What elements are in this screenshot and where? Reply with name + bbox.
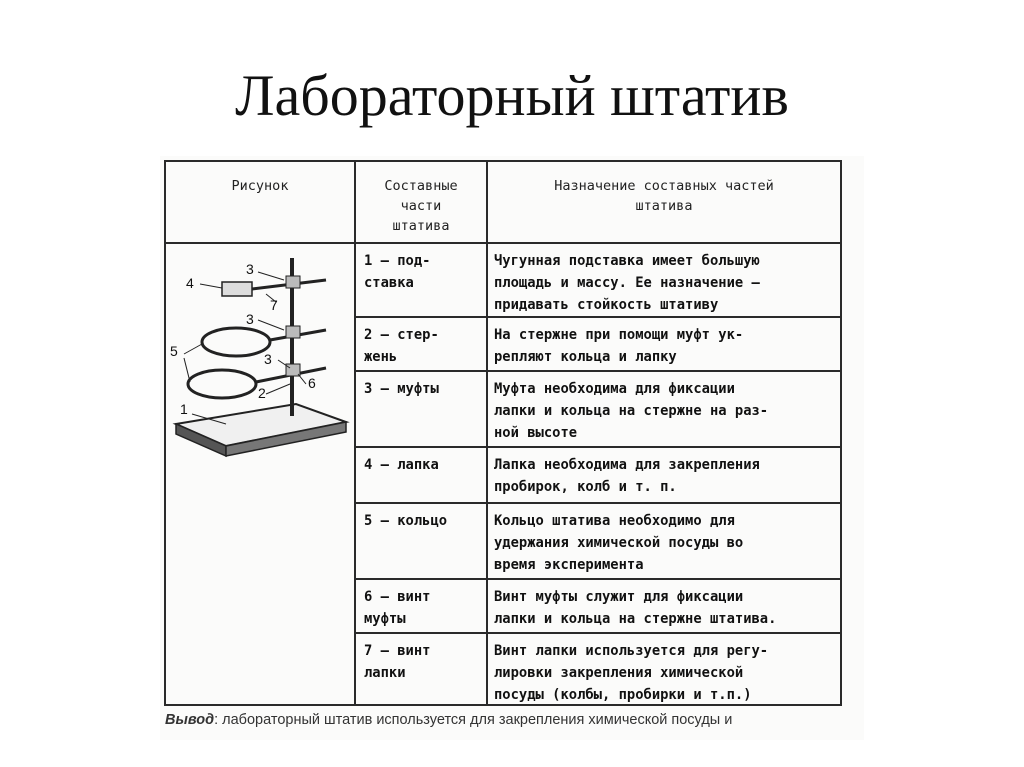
- row-1-purpose: Чугунная подставка имеет большую площадь…: [486, 242, 842, 318]
- row-1-part: 1 — под- ставка: [354, 242, 488, 318]
- ring-lower-boss: [285, 363, 301, 377]
- header-picture: Рисунок: [164, 160, 356, 244]
- row-6-purpose: Винт муфты служит для фиксации лапки и к…: [486, 578, 842, 634]
- row-6-part: 6 — винт муфты: [354, 578, 488, 634]
- row-4-purpose: Лапка необходима для закрепления пробиро…: [486, 446, 842, 504]
- row-4-part-label: 4 — лапка: [364, 457, 439, 473]
- lab-stand-drawing: 4 3 7 3 3 5 6 2 1: [170, 258, 350, 458]
- stand-base-front: [225, 421, 347, 457]
- row-3-purpose-text: Муфта необходима для фиксации лапки и ко…: [494, 381, 769, 441]
- clamp-boss: [285, 275, 301, 289]
- ring-upper-boss: [285, 325, 301, 339]
- row-3-part-label: 3 — муфты: [364, 381, 439, 397]
- row-3-purpose: Муфта необходима для фиксации лапки и ко…: [486, 370, 842, 448]
- row-5-purpose-text: Кольцо штатива необходимо для удержания …: [494, 513, 744, 573]
- row-2-purpose: На стержне при помощи муфт ук- репляют к…: [486, 316, 842, 372]
- header-purpose-label: Назначение составных частей штатива: [554, 178, 774, 214]
- row-6-part-label: 6 — винт муфты: [364, 589, 431, 627]
- header-picture-label: Рисунок: [231, 178, 289, 194]
- row-2-purpose-text: На стержне при помощи муфт ук- репляют к…: [494, 327, 744, 365]
- label-7: 7: [270, 297, 278, 313]
- ring-upper: [200, 326, 272, 358]
- row-7-part-label: 7 — винт лапки: [364, 643, 431, 681]
- scanned-table: Рисунок Составные части штатива Назначен…: [160, 156, 864, 740]
- header-parts: Составные части штатива: [354, 160, 488, 244]
- row-7-part: 7 — винт лапки: [354, 632, 488, 706]
- row-4-part: 4 — лапка: [354, 446, 488, 504]
- row-5-part-label: 5 — кольцо: [364, 513, 448, 529]
- label-6: 6: [308, 375, 316, 391]
- label-2: 2: [258, 385, 266, 401]
- leader-lines: [183, 271, 307, 425]
- conclusion-line: Вывод: лабораторный штатив используется …: [165, 712, 865, 728]
- label-3-top: 3: [246, 261, 254, 277]
- clamp-jaws: [221, 281, 253, 297]
- slide-title: Лабораторный штатив: [235, 63, 789, 128]
- label-5: 5: [170, 343, 178, 359]
- conclusion-label: Вывод: [165, 712, 215, 728]
- header-purpose: Назначение составных частей штатива: [486, 160, 842, 244]
- row-2-part: 2 — стер- жень: [354, 316, 488, 372]
- row-1-part-label: 1 — под- ставка: [364, 253, 431, 291]
- header-parts-label: Составные части штатива: [384, 178, 458, 234]
- row-3-part: 3 — муфты: [354, 370, 488, 448]
- ring-lower: [186, 368, 258, 400]
- row-2-part-label: 2 — стер- жень: [364, 327, 439, 365]
- row-1-purpose-text: Чугунная подставка имеет большую площадь…: [494, 253, 760, 313]
- label-3-mid: 3: [246, 311, 254, 327]
- picture-cell: 4 3 7 3 3 5 6 2 1: [164, 242, 356, 706]
- row-5-purpose: Кольцо штатива необходимо для удержания …: [486, 502, 842, 580]
- label-3-low: 3: [264, 351, 272, 367]
- row-6-purpose-text: Винт муфты служит для фиксации лапки и к…: [494, 589, 777, 627]
- label-1: 1: [180, 401, 188, 417]
- conclusion-text: : лабораторный штатив используется для з…: [214, 712, 733, 728]
- row-7-purpose-text: Винт лапки используется для регу- лировк…: [494, 643, 769, 703]
- row-5-part: 5 — кольцо: [354, 502, 488, 580]
- row-4-purpose-text: Лапка необходима для закрепления пробиро…: [494, 457, 760, 495]
- row-7-purpose: Винт лапки используется для регу- лировк…: [486, 632, 842, 706]
- label-4: 4: [186, 275, 194, 291]
